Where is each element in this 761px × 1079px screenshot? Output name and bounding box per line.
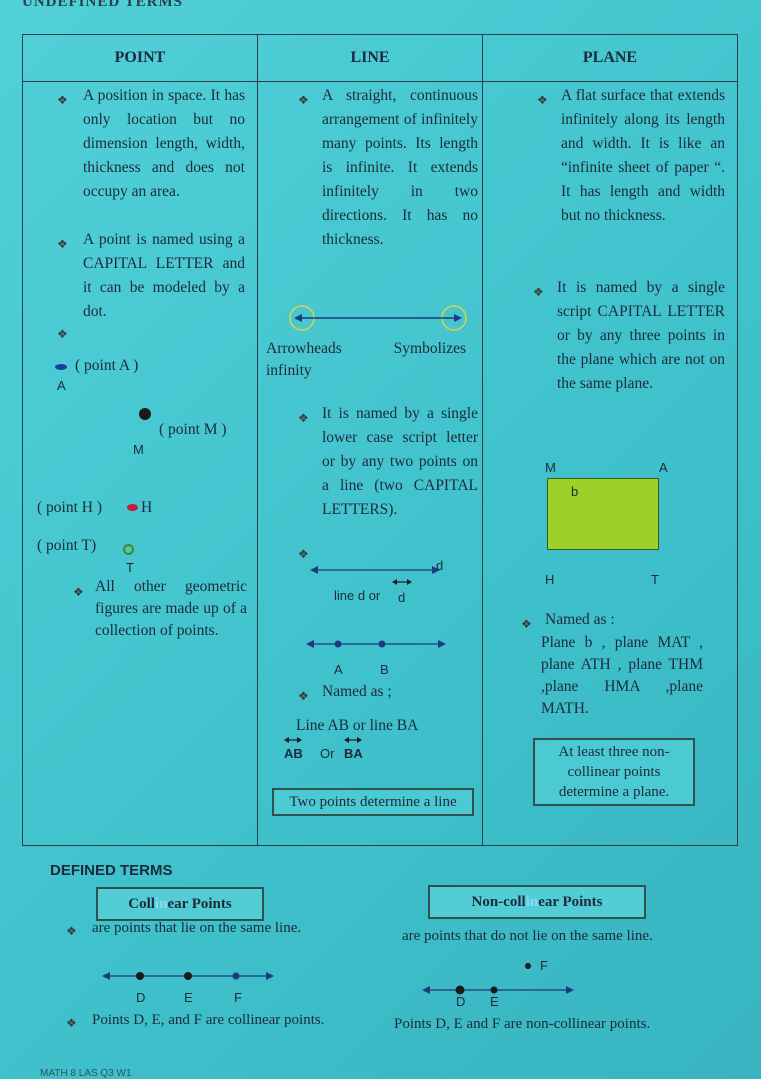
defined-terms-heading: DEFINED TERMS	[50, 862, 173, 879]
bullet-icon: ❖	[57, 237, 68, 251]
bullet-icon: ❖	[66, 1016, 77, 1030]
point-a-label: A	[57, 378, 66, 393]
bullet-icon: ❖	[298, 547, 309, 561]
point-h-label: H	[141, 499, 153, 516]
bullet-icon: ❖	[298, 411, 309, 425]
line-named-as: Named as ;	[322, 683, 392, 700]
plane-a-label: A	[659, 460, 668, 475]
collinear-title-part: Coll	[128, 896, 155, 912]
noncollinear-title: Non-collinear Points	[428, 885, 646, 919]
noncollinear-title-part: ear Points	[538, 894, 603, 910]
point-h-dot	[127, 504, 138, 511]
noncollinear-title-part: in	[525, 894, 539, 910]
bullet-icon: ❖	[298, 689, 309, 703]
line-b-label: B	[380, 662, 389, 677]
line-d-label: d	[436, 558, 444, 573]
bullet-icon: ❖	[57, 327, 68, 341]
point-h-caption: ( point H )	[37, 499, 103, 516]
collinear-title-part: in	[154, 896, 168, 912]
plane-names: Plane b , plane MAT , plane ATH , plane …	[541, 634, 703, 717]
symbol-ab: AB	[284, 746, 303, 761]
page-footer: MATH 8 LAS Q3 W1	[40, 1068, 132, 1079]
point-figures: All other geometric figures are made up …	[95, 578, 247, 639]
arrowheads-note: Arrowheads Symbolizes infinity	[266, 340, 466, 379]
collinear-figure	[102, 972, 274, 980]
undefined-terms-table: POINT LINE PLANE ❖ A position in space. …	[22, 34, 738, 846]
line-naming: It is named by a single lower case scrip…	[322, 405, 478, 518]
section-heading: UNDEFINED TERMS	[22, 0, 183, 10]
noncollinear-e-label: E	[490, 994, 499, 1009]
bullet-icon: ❖	[66, 924, 77, 938]
collinear-f-label: F	[234, 990, 242, 1005]
header-line: LINE	[257, 34, 483, 82]
bullet-icon: ❖	[521, 617, 532, 631]
collinear-title: Collinear Points	[96, 887, 264, 921]
collinear-example: Points D, E, and F are collinear points.	[92, 1012, 325, 1028]
line-ab-ba: Line AB or line BA	[296, 717, 419, 734]
collinear-d-label: D	[136, 990, 146, 1005]
bullet-icon: ❖	[533, 285, 544, 299]
plane-h-label: H	[545, 572, 555, 587]
noncollinear-d-label: D	[456, 994, 466, 1009]
plane-rule-box: At least three non-collinear points dete…	[533, 738, 695, 806]
header-plane: PLANE	[482, 34, 738, 82]
point-t-label: T	[126, 560, 134, 575]
line-definition: A straight, continuous arrangement of in…	[322, 87, 478, 248]
double-arrow-icon	[344, 737, 362, 743]
bullet-icon: ❖	[57, 93, 68, 107]
line-d-caption: line d or	[334, 588, 381, 603]
point-m-label: M	[133, 442, 144, 457]
double-arrow-icon	[284, 737, 302, 743]
plane-named-as: Named as :	[545, 611, 615, 628]
collinear-title-part: ear Points	[167, 896, 232, 912]
noncollinear-f-label: F	[540, 958, 548, 973]
plane-cell: ❖ A flat surface that extends infinitely…	[482, 81, 738, 846]
point-m-caption: ( point M )	[159, 421, 227, 438]
bullet-icon: ❖	[537, 93, 548, 107]
bullet-icon: ❖	[73, 585, 84, 599]
plane-naming: It is named by a single script CAPITAL L…	[557, 279, 725, 392]
point-a-caption: ( point A )	[75, 357, 139, 374]
point-a-dot	[55, 364, 67, 370]
point-naming: A point is named using a CAPITAL LETTER …	[83, 231, 245, 320]
line-a-label: A	[334, 662, 343, 677]
plane-t-label: T	[651, 572, 659, 587]
point-cell: ❖ A position in space. It has only locat…	[22, 81, 258, 846]
collinear-definition: are points that lie on the same line.	[92, 920, 302, 936]
line-d-symbol: d	[398, 590, 406, 605]
noncollinear-title-part: Non-coll	[471, 894, 526, 910]
plane-definition: A flat surface that extends infinitely a…	[561, 87, 725, 224]
bullet-icon: ❖	[298, 93, 309, 107]
plane-b-figure	[547, 478, 659, 550]
symbol-or: Or	[320, 746, 335, 761]
line-arrow-figure	[289, 305, 467, 331]
plane-b-label: b	[571, 484, 579, 499]
line-rule-box: Two points determine a line	[272, 788, 474, 816]
noncollinear-definition: are points that do not lie on the same l…	[402, 928, 653, 944]
line-cell: ❖ A straight, continuous arrangement of …	[257, 81, 483, 846]
point-definition: A position in space. It has only locatio…	[83, 87, 245, 200]
line-ab-figure	[306, 640, 446, 648]
collinear-e-label: E	[184, 990, 193, 1005]
symbol-ba: BA	[344, 746, 363, 761]
point-m-dot	[139, 408, 151, 420]
plane-m-label: M	[545, 460, 556, 475]
noncollinear-example: Points D, E and F are non-collinear poin…	[394, 1016, 651, 1032]
point-t-caption: ( point T)	[37, 537, 97, 554]
double-arrow-icon	[392, 579, 412, 585]
noncollinear-figure	[422, 963, 574, 995]
line-d-figure	[310, 566, 440, 574]
point-t-dot	[123, 544, 134, 555]
header-point: POINT	[22, 34, 258, 82]
